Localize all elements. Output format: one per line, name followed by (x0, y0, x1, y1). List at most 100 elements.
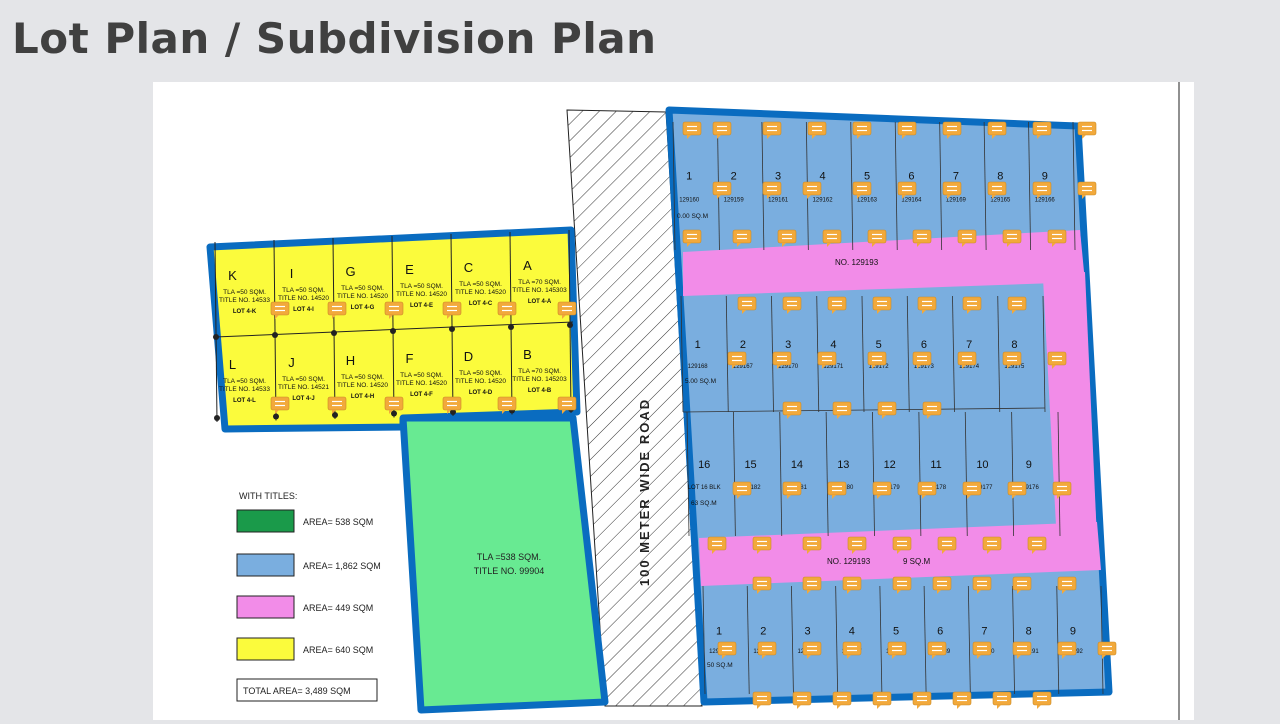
comment-icon[interactable] (887, 641, 907, 659)
comment-icon[interactable] (752, 691, 772, 709)
comment-icon[interactable] (992, 691, 1012, 709)
comment-icon[interactable] (802, 641, 822, 659)
comment-icon[interactable] (892, 576, 912, 594)
comment-icon[interactable] (777, 229, 797, 247)
comment-icon[interactable] (922, 401, 942, 419)
comment-icon[interactable] (912, 351, 932, 369)
comment-icon[interactable] (732, 229, 752, 247)
comment-icon[interactable] (972, 641, 992, 659)
comment-icon[interactable] (892, 536, 912, 554)
comment-icon[interactable] (1027, 536, 1047, 554)
comment-icon[interactable] (832, 691, 852, 709)
comment-icon[interactable] (952, 691, 972, 709)
comment-icon[interactable] (682, 229, 702, 247)
comment-icon[interactable] (852, 121, 872, 139)
comment-icon[interactable] (847, 536, 867, 554)
comment-icon[interactable] (852, 181, 872, 199)
comment-icon[interactable] (727, 351, 747, 369)
comment-icon[interactable] (987, 181, 1007, 199)
comment-icon[interactable] (897, 181, 917, 199)
comment-icon[interactable] (712, 121, 732, 139)
comment-icon[interactable] (1012, 641, 1032, 659)
comment-icon[interactable] (442, 396, 462, 414)
comment-icon[interactable] (872, 296, 892, 314)
comment-icon[interactable] (442, 301, 462, 319)
comment-icon[interactable] (917, 481, 937, 499)
comment-icon[interactable] (757, 641, 777, 659)
comment-icon[interactable] (987, 121, 1007, 139)
comment-icon[interactable] (1032, 121, 1052, 139)
comment-icon[interactable] (832, 401, 852, 419)
comment-icon[interactable] (1057, 641, 1077, 659)
comment-icon[interactable] (762, 181, 782, 199)
comment-icon[interactable] (327, 301, 347, 319)
comment-icon[interactable] (877, 401, 897, 419)
comment-icon[interactable] (737, 296, 757, 314)
comment-icon[interactable] (557, 301, 577, 319)
comment-icon[interactable] (1007, 481, 1027, 499)
comment-icon[interactable] (1002, 351, 1022, 369)
comment-icon[interactable] (872, 691, 892, 709)
comment-icon[interactable] (682, 121, 702, 139)
comment-icon[interactable] (817, 351, 837, 369)
comment-icon[interactable] (384, 301, 404, 319)
comment-icon[interactable] (867, 229, 887, 247)
comment-icon[interactable] (807, 121, 827, 139)
comment-icon[interactable] (962, 296, 982, 314)
comment-icon[interactable] (897, 121, 917, 139)
comment-icon[interactable] (732, 481, 752, 499)
comment-icon[interactable] (752, 536, 772, 554)
comment-icon[interactable] (1012, 576, 1032, 594)
comment-icon[interactable] (1077, 181, 1097, 199)
comment-icon[interactable] (872, 481, 892, 499)
comment-icon[interactable] (972, 576, 992, 594)
comment-icon[interactable] (270, 301, 290, 319)
comment-icon[interactable] (932, 576, 952, 594)
comment-icon[interactable] (937, 536, 957, 554)
comment-icon[interactable] (497, 301, 517, 319)
comment-icon[interactable] (1057, 576, 1077, 594)
comment-icon[interactable] (707, 536, 727, 554)
comment-icon[interactable] (717, 641, 737, 659)
comment-icon[interactable] (752, 576, 772, 594)
comment-icon[interactable] (1077, 121, 1097, 139)
comment-icon[interactable] (270, 396, 290, 414)
comment-icon[interactable] (327, 396, 347, 414)
comment-icon[interactable] (557, 396, 577, 414)
comment-icon[interactable] (1047, 351, 1067, 369)
comment-icon[interactable] (1047, 229, 1067, 247)
comment-icon[interactable] (842, 576, 862, 594)
comment-icon[interactable] (982, 536, 1002, 554)
comment-icon[interactable] (962, 481, 982, 499)
comment-icon[interactable] (1002, 229, 1022, 247)
comment-icon[interactable] (842, 641, 862, 659)
comment-icon[interactable] (827, 481, 847, 499)
comment-icon[interactable] (802, 536, 822, 554)
comment-icon[interactable] (712, 181, 732, 199)
comment-icon[interactable] (927, 641, 947, 659)
comment-icon[interactable] (802, 576, 822, 594)
comment-icon[interactable] (942, 121, 962, 139)
comment-icon[interactable] (792, 691, 812, 709)
comment-icon[interactable] (782, 481, 802, 499)
comment-icon[interactable] (1032, 691, 1052, 709)
comment-icon[interactable] (782, 296, 802, 314)
comment-icon[interactable] (762, 121, 782, 139)
comment-icon[interactable] (912, 691, 932, 709)
comment-icon[interactable] (942, 181, 962, 199)
comment-icon[interactable] (827, 296, 847, 314)
comment-icon[interactable] (957, 229, 977, 247)
comment-icon[interactable] (802, 181, 822, 199)
comment-icon[interactable] (1032, 181, 1052, 199)
comment-icon[interactable] (772, 351, 792, 369)
comment-icon[interactable] (867, 351, 887, 369)
comment-icon[interactable] (384, 396, 404, 414)
comment-icon[interactable] (957, 351, 977, 369)
comment-icon[interactable] (912, 229, 932, 247)
comment-icon[interactable] (1052, 481, 1072, 499)
comment-icon[interactable] (1007, 296, 1027, 314)
comment-icon[interactable] (1097, 641, 1117, 659)
comment-icon[interactable] (497, 396, 517, 414)
comment-icon[interactable] (782, 401, 802, 419)
comment-icon[interactable] (822, 229, 842, 247)
